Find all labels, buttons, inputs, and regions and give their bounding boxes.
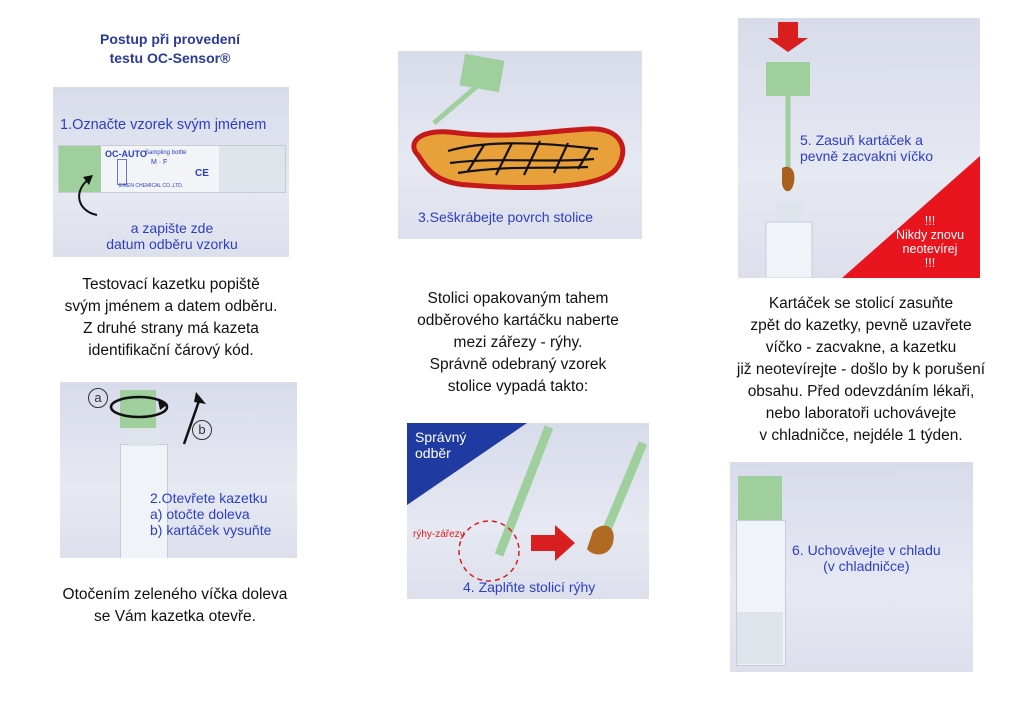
name-field-boxes <box>117 159 127 185</box>
grooves-label: rýhy-zářezy <box>413 529 465 540</box>
rotate-arrow-icon <box>109 395 169 419</box>
step-5-description: Kartáček se stolicí zasuňte zpět do kaze… <box>702 293 1020 447</box>
curved-arrow-icon <box>78 175 98 216</box>
close-illustration <box>765 22 980 278</box>
step-1-panel: 1.Označte vzorek svým jménem OC-AUTO Sam… <box>53 87 289 257</box>
warning-line: !!! <box>924 256 936 270</box>
corner-line-2: odběr <box>415 445 451 461</box>
text-line: odběrového kartáčku naberte <box>417 312 619 329</box>
text-line: víčko - zacvakne, a kazetku <box>765 339 957 356</box>
step-3-label: 3.Seškrábejte povrch stolice <box>418 209 594 225</box>
tube-brand-sub: Sampling bottle <box>145 150 187 156</box>
title-line-1: Postup při provedení <box>99 31 240 47</box>
warning-line: Nikdy znovu <box>895 228 965 242</box>
down-arrow-icon <box>768 22 808 52</box>
step-6-panel: 6. Uchovávejte v chladu (v chladničce) <box>730 462 973 672</box>
sample-tube: OC-AUTO Sampling bottle M · F CE EIKEN C… <box>58 145 286 193</box>
warning-text: !!! Nikdy znovu neotevírej !!! <box>882 214 978 270</box>
step-2-title: 2.Otevřete kazetku <box>150 490 268 506</box>
note-line-1: a zapište zde <box>130 220 214 236</box>
text-line: Správně odebraný vzorek <box>429 356 607 373</box>
warning-line: !!! <box>924 214 936 228</box>
page-title: Postup při provedení testu OC-Sensor® <box>70 30 270 68</box>
tube-brand: OC-AUTO <box>105 149 147 159</box>
text-line: se Vám kazetka otevře. <box>94 608 256 625</box>
text-line: Testovací kazetku popiště <box>82 276 260 293</box>
title-line-2: testu OC-Sensor® <box>109 50 231 66</box>
maker-name: EIKEN CHEMICAL CO.,LTD. <box>119 183 184 189</box>
step-2-panel: a b 2.Otevřete kazetku a) otočte doleva … <box>60 382 297 558</box>
text-line: v chladničce, nejdéle 1 týden. <box>759 427 963 444</box>
step-2-label: 2.Otevřete kazetku a) otočte doleva b) k… <box>150 490 271 538</box>
step-2-description: Otočením zeleného víčka doleva se Vám ka… <box>30 584 320 628</box>
correct-sample-corner: Správný odběr <box>415 429 466 461</box>
text-line: již neotevírejte - došlo by k porušení <box>736 361 986 378</box>
step-2-a: a) otočte doleva <box>150 506 250 522</box>
step-1-description: Testovací kazetku popiště svým jménem a … <box>30 274 312 362</box>
text-line: mezi zářezy - rýhy. <box>453 334 583 351</box>
marker-b-label: b <box>198 422 206 437</box>
text-line: Z druhé strany má kazeta <box>83 320 259 337</box>
note-line-2: datum odběru vzorku <box>106 236 238 252</box>
step-5-label: 5. Zasuň kartáček a pevně zacvakni víčko <box>800 132 933 164</box>
ce-mark: CE <box>195 168 209 179</box>
step-5-panel: 5. Zasuň kartáček a pevně zacvakni víčko… <box>738 18 980 278</box>
tube-neck <box>128 426 158 446</box>
right-arrow-icon <box>531 525 575 561</box>
step-4-panel: Správný odběr rýhy-zářezy 4. Zaplňte sto… <box>407 423 649 599</box>
text-line: Kartáček se stolicí zasuňte <box>768 295 954 312</box>
step-4-label: 4. Zaplňte stolicí rýhy <box>463 579 596 595</box>
up-arrow-icon <box>182 392 206 445</box>
text-line: identifikační čárový kód. <box>88 342 254 359</box>
step-2-b: b) kartáček vysuňte <box>150 522 272 538</box>
step-1-label: 1.Označte vzorek svým jménem <box>60 117 267 133</box>
step-6-line-2: (v chladničce) <box>823 558 910 574</box>
step-6-line-1: 6. Uchovávejte v chladu <box>792 542 941 558</box>
text-line: stolice vypadá takto: <box>447 378 589 395</box>
step-6-label: 6. Uchovávejte v chladu (v chladničce) <box>792 542 941 574</box>
step-5-line-1: 5. Zasuň kartáček a <box>800 132 923 148</box>
stool-illustration <box>411 53 626 190</box>
corner-line-1: Správný <box>415 429 467 445</box>
text-line: zpět do kazetky, pevně uzavřete <box>750 317 972 334</box>
marker-a-icon: a <box>88 388 108 408</box>
warning-line: neotevírej <box>902 242 958 256</box>
field-marks: M · F <box>151 159 168 166</box>
marker-a-label: a <box>94 390 102 405</box>
text-line: Stolici opakovaným tahem <box>427 290 609 307</box>
step-5-line-2: pevně zacvakni víčko <box>800 148 934 164</box>
text-line: nebo laboratoři uchovávejte <box>765 405 957 422</box>
brush-illustration <box>407 423 648 582</box>
tube-cap <box>59 146 101 192</box>
text-line: Otočením zeleného víčka doleva <box>62 586 288 603</box>
step-3-panel: 3.Seškrábejte povrch stolice <box>398 51 642 239</box>
tube-clear-end <box>219 146 285 192</box>
note-text: a zapište zde datum odběru vzorku <box>77 220 267 252</box>
tube-cap <box>738 476 782 520</box>
tube-clear-end <box>737 612 783 664</box>
text-line: obsahu. Před odevzdáním lékaři, <box>747 383 975 400</box>
step-3-description: Stolici opakovaným tahem odběrového kart… <box>380 288 656 398</box>
marker-b-icon: b <box>192 420 212 440</box>
text-line: svým jménem a datem odběru. <box>64 298 278 315</box>
